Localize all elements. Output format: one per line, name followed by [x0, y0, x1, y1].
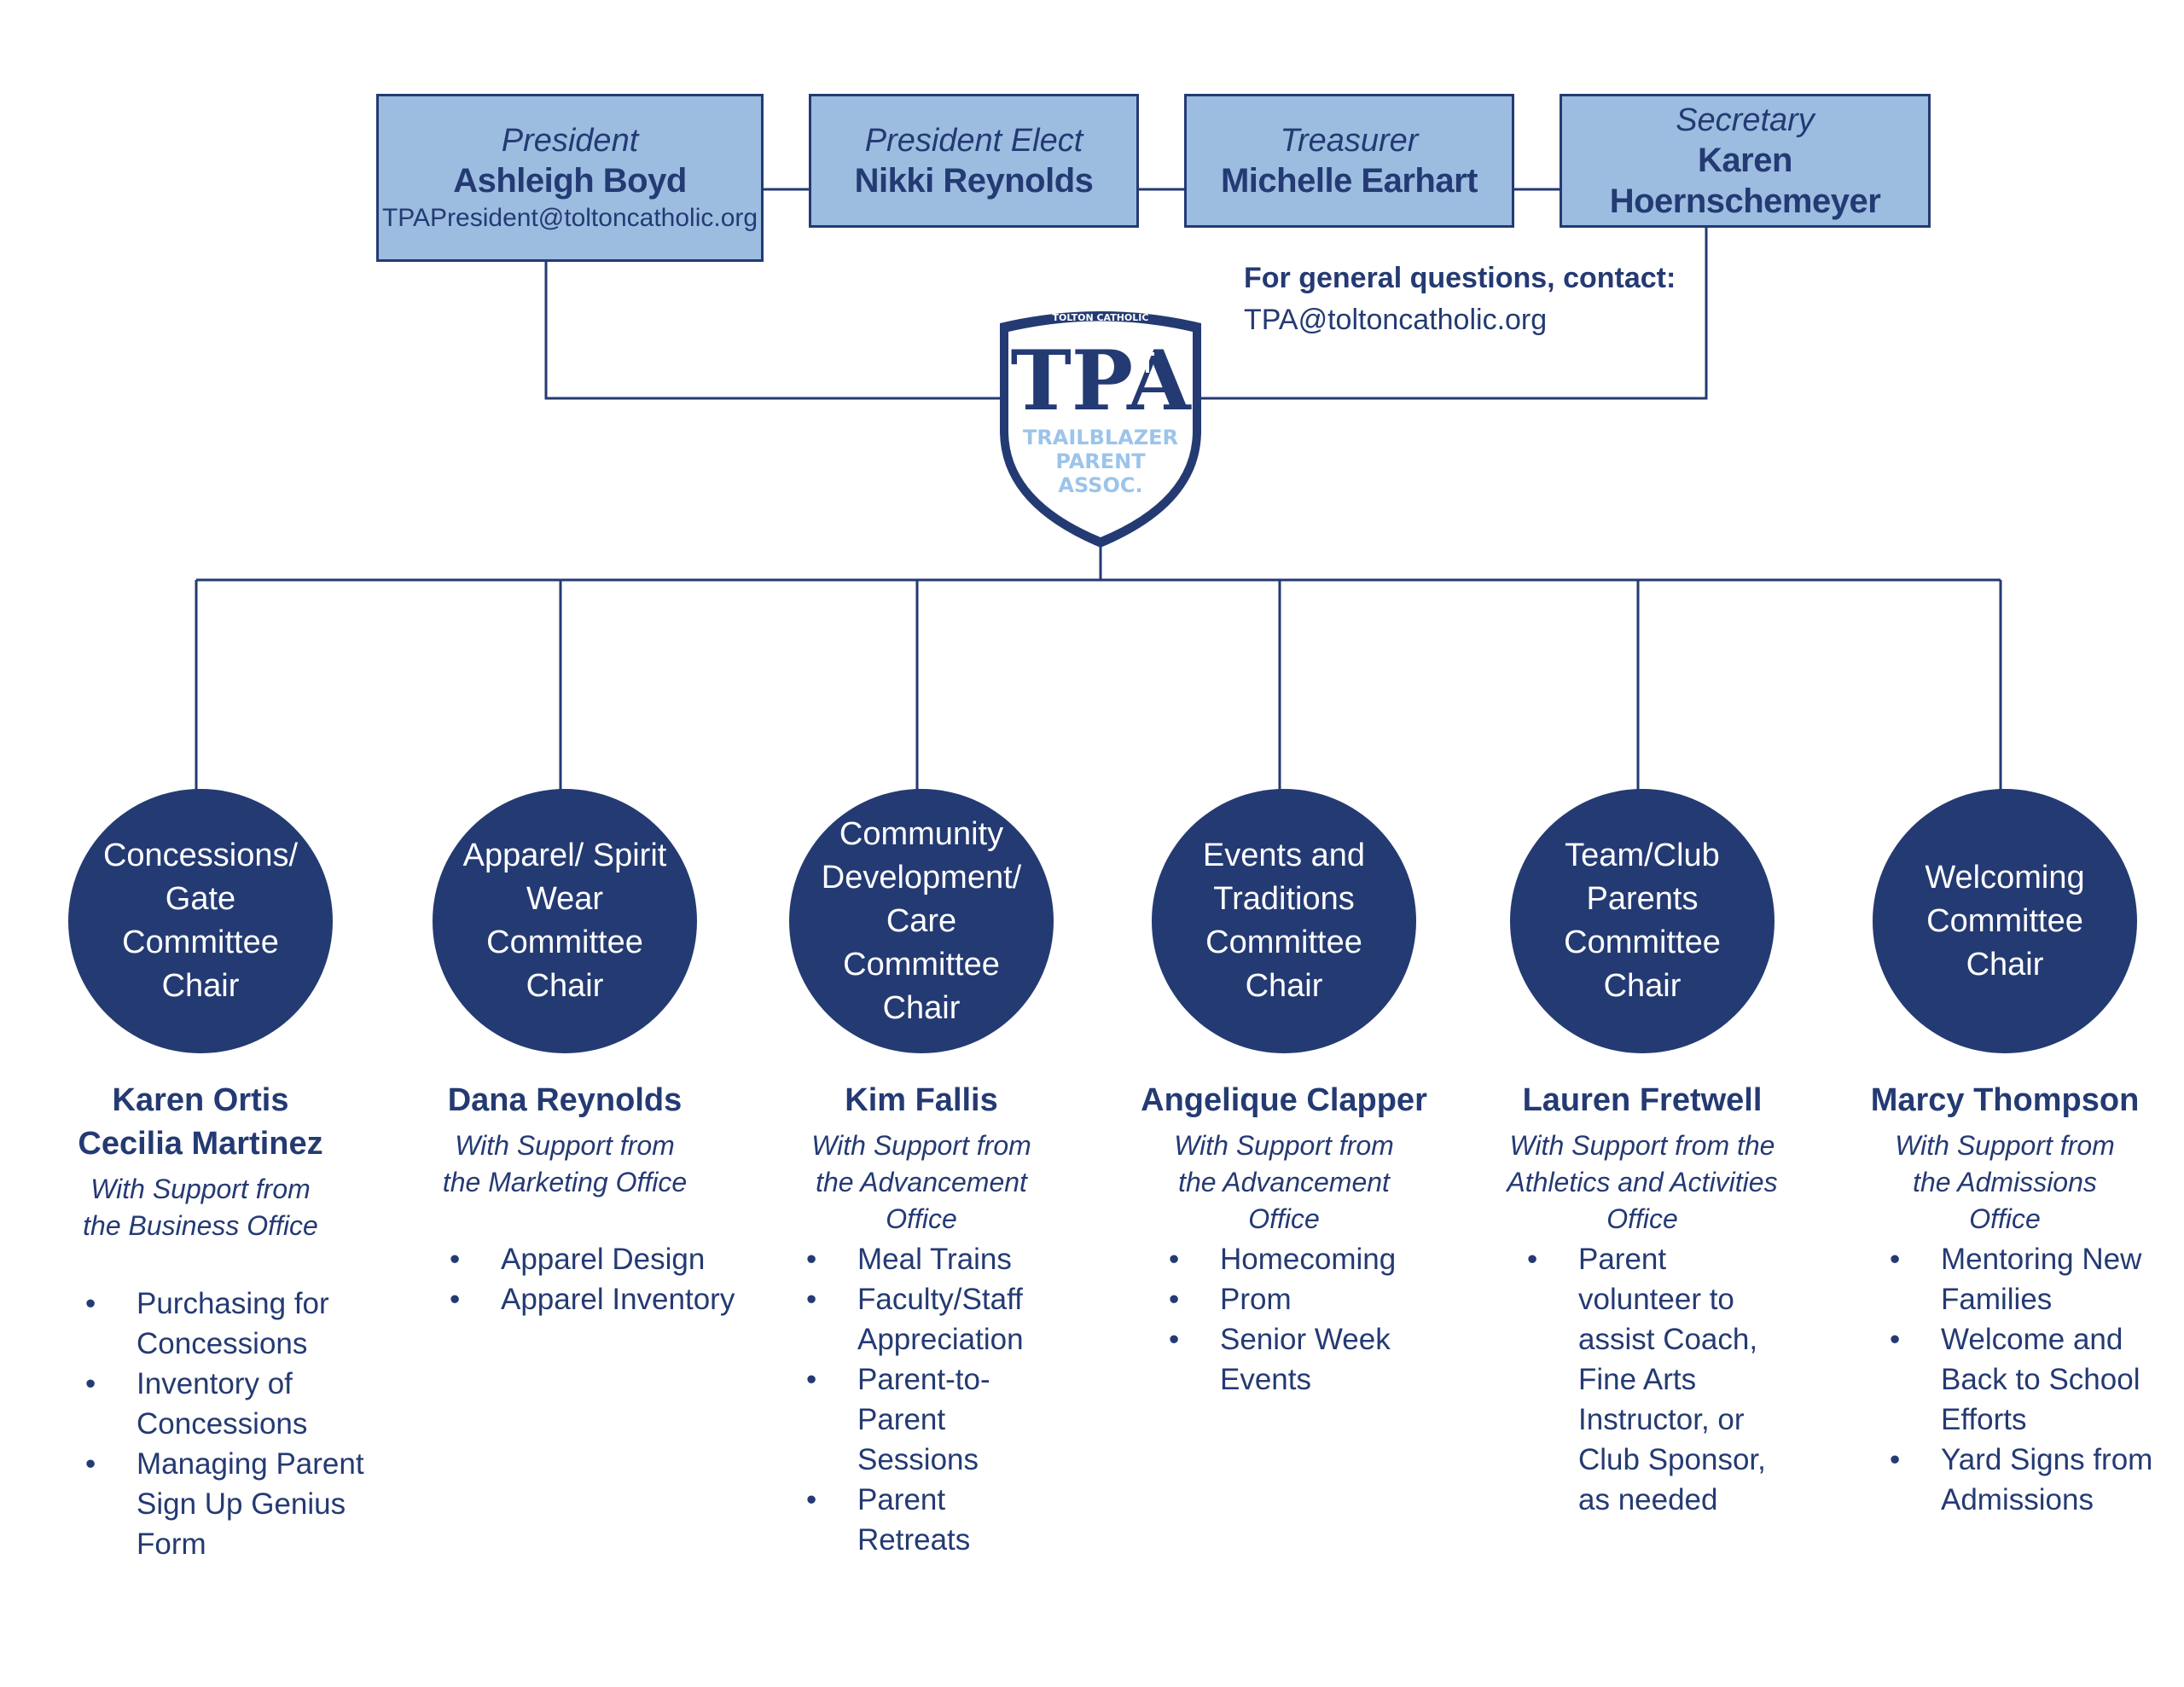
task-list: Homecoming Prom Senior Week Events — [1169, 1239, 1399, 1400]
officer-president-elect-box: President Elect Nikki Reynolds — [809, 94, 1139, 228]
task-item: Parent volunteer to assist Coach, Fine A… — [1527, 1239, 1792, 1520]
officer-president-box: President Ashleigh Boyd TPAPresident@tol… — [376, 94, 764, 262]
committee-circle: Team/Club Parents Committee Chair — [1510, 789, 1774, 1053]
officer-role: Treasurer — [1280, 122, 1419, 159]
logo-text-line-3: ASSOC. — [1058, 473, 1142, 497]
task-item: Purchasing for Concessions — [85, 1284, 367, 1364]
task-list: Purchasing for Concessions Inventory of … — [85, 1284, 367, 1564]
committee-title: Community Development/ Care Committee Ch… — [821, 815, 1022, 1026]
support-office: With Support from the Marketing Office — [442, 1130, 688, 1197]
task-item: Senior Week Events — [1169, 1319, 1399, 1400]
support-office: With Support from the Business Office — [83, 1174, 318, 1241]
support-office: With Support from the Advancement Office — [1174, 1130, 1394, 1234]
committee-circle: Concessions/ Gate Committee Chair — [68, 789, 333, 1053]
connector-secretary-logo — [1199, 228, 1708, 400]
task-item: Parent Retreats — [806, 1480, 1062, 1560]
officer-name: Karen Hoernschemeyer — [1609, 141, 1881, 220]
committee-title: Events and Traditions Committee Chair — [1202, 838, 1366, 1004]
chair-names: Karen Ortis Cecilia Martinez — [78, 1082, 323, 1162]
logo-top-text: TOLTON CATHOLIC — [1053, 312, 1149, 323]
task-item: Mentoring New Families — [1890, 1239, 2171, 1319]
committee-chair-info: Angelique Clapper With Support from the … — [1118, 1079, 1450, 1238]
committee-circle: Events and Traditions Committee Chair — [1152, 789, 1416, 1053]
logo-main-letters: TPA — [1010, 333, 1192, 429]
committee-circle: Apparel/ Spirit Wear Committee Chair — [433, 789, 697, 1053]
task-list: Parent volunteer to assist Coach, Fine A… — [1527, 1239, 1792, 1520]
logo-text-line-2: PARENT — [1055, 449, 1146, 473]
committee-chair-info: Lauren Fretwell With Support from the At… — [1476, 1079, 1809, 1238]
task-item: Welcome and Back to School Efforts — [1890, 1319, 2171, 1440]
support-office: With Support from the Athletics and Acti… — [1507, 1130, 1778, 1234]
support-office: With Support from the Advancement Office — [811, 1130, 1031, 1234]
task-list: Apparel Design Apparel Inventory — [450, 1239, 740, 1319]
officer-name: Ashleigh Boyd — [453, 161, 687, 200]
officer-treasurer-box: Treasurer Michelle Earhart — [1184, 94, 1514, 228]
task-item: Yard Signs from Admissions — [1890, 1440, 2171, 1520]
officer-name: Nikki Reynolds — [854, 161, 1094, 200]
committee-title: Concessions/ Gate Committee Chair — [102, 838, 299, 1004]
chair-names: Kim Fallis — [845, 1082, 998, 1118]
committee-chair-info: Dana Reynolds With Support from the Mark… — [398, 1079, 731, 1201]
task-item: Meal Trains — [806, 1239, 1062, 1279]
general-contact: For general questions, contact: TPA@tolt… — [1244, 258, 1676, 341]
chair-names: Angelique Clapper — [1141, 1082, 1427, 1118]
officer-name: Michelle Earhart — [1220, 161, 1478, 200]
committee-chair-info: Marcy Thompson With Support from the Adm… — [1838, 1079, 2171, 1238]
connector-president-logo — [544, 262, 1002, 400]
task-item: Faculty/Staff Appreciation — [806, 1279, 1062, 1359]
contact-email[interactable]: TPA@toltoncatholic.org — [1244, 304, 1548, 336]
officer-role: Secretary — [1676, 101, 1815, 138]
task-item: Managing Parent Sign Up Genius Form — [85, 1444, 367, 1564]
committee-chair-info: Karen Ortis Cecilia Martinez With Suppor… — [34, 1079, 367, 1244]
task-item: Homecoming — [1169, 1239, 1399, 1279]
officer-role: President — [501, 122, 639, 159]
committee-title: Team/Club Parents Committee Chair — [1564, 838, 1721, 1004]
officer-email: TPAPresident@toltoncatholic.org — [381, 203, 758, 232]
officer-role: President Elect — [864, 122, 1083, 159]
committee-circle: Community Development/ Care Committee Ch… — [789, 789, 1054, 1053]
officer-secretary-box: Secretary Karen Hoernschemeyer — [1560, 94, 1931, 228]
chair-names: Marcy Thompson — [1870, 1082, 2140, 1118]
task-list: Meal Trains Faculty/Staff Appreciation P… — [806, 1239, 1062, 1560]
tpa-shield-logo: TOLTON CATHOLIC TPA TRAILBLAZER PARENT A… — [1000, 311, 1201, 548]
cross-icon — [1141, 347, 1154, 373]
committee-circle: Welcoming Committee Chair — [1873, 789, 2137, 1053]
committee-title: Welcoming Committee Chair — [1925, 859, 2085, 983]
task-item: Apparel Design — [450, 1239, 740, 1279]
chair-names: Dana Reynolds — [447, 1082, 682, 1118]
task-item: Inventory of Concessions — [85, 1364, 367, 1444]
committee-title: Apparel/ Spirit Wear Committee Chair — [462, 838, 667, 1004]
task-item: Apparel Inventory — [450, 1279, 740, 1319]
support-office: With Support from the Admissions Office — [1895, 1130, 2115, 1234]
task-list: Mentoring New Families Welcome and Back … — [1890, 1239, 2171, 1520]
logo-text-line-1: TRAILBLAZER — [1023, 426, 1178, 449]
chair-names: Lauren Fretwell — [1522, 1082, 1763, 1118]
task-item: Prom — [1169, 1279, 1399, 1319]
committee-chair-info: Kim Fallis With Support from the Advance… — [755, 1079, 1088, 1238]
task-item: Parent-to-Parent Sessions — [806, 1359, 1062, 1480]
contact-heading: For general questions, contact: — [1244, 262, 1676, 294]
